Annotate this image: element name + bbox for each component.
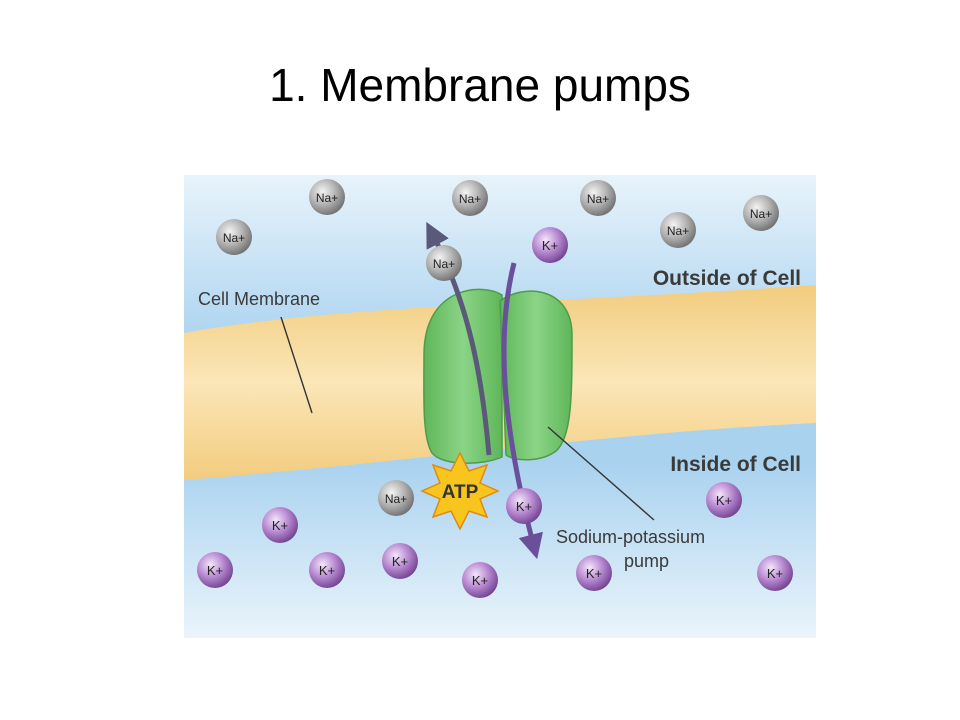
potassium-ion-label: K+: [207, 563, 223, 578]
potassium-ion-label: K+: [542, 238, 558, 253]
sodium-ion-label: Na+: [385, 492, 407, 506]
slide-title: 1. Membrane pumps: [269, 59, 691, 111]
pump-label-line1: Sodium-potassium: [556, 527, 705, 547]
membrane-pointer-line: [280, 316, 313, 414]
sodium-ion-label: Na+: [433, 257, 455, 271]
potassium-ion: K+: [382, 543, 418, 579]
potassium-ion: K+: [309, 552, 345, 588]
sodium-ion: Na+: [452, 180, 488, 216]
potassium-ion-label: K+: [767, 566, 783, 581]
potassium-ion: K+: [462, 562, 498, 598]
sodium-ion-label: Na+: [750, 207, 772, 221]
sodium-ion: Na+: [426, 245, 462, 281]
sodium-ion: Na+: [309, 179, 345, 215]
sodium-ion-label: Na+: [587, 192, 609, 206]
sodium-ion-label: Na+: [459, 192, 481, 206]
potassium-ion: K+: [757, 555, 793, 591]
potassium-ion-label: K+: [319, 563, 335, 578]
potassium-ion-label: K+: [516, 499, 532, 514]
atp-burst: ATP: [420, 451, 500, 531]
inside-of-cell-label: Inside of Cell: [670, 453, 801, 476]
potassium-ion: K+: [532, 227, 568, 263]
atp-label: ATP: [442, 482, 479, 503]
potassium-ion-label: K+: [716, 493, 732, 508]
sodium-potassium-pump-diagram: ATP Na+ Na+ Na+ Na+ Na+ Na+ Na+ Na+ K+ K…: [184, 175, 816, 638]
sodium-ion: Na+: [216, 219, 252, 255]
potassium-ion-label: K+: [392, 554, 408, 569]
potassium-ion-label: K+: [472, 573, 488, 588]
sodium-ion: Na+: [660, 212, 696, 248]
cell-membrane-label: Cell Membrane: [198, 289, 320, 309]
pump-label-line2: pump: [624, 551, 669, 571]
potassium-ion-label: K+: [272, 518, 288, 533]
potassium-ion: K+: [262, 507, 298, 543]
sodium-ion-label: Na+: [667, 224, 689, 238]
potassium-ion: K+: [506, 488, 542, 524]
sodium-ion: Na+: [743, 195, 779, 231]
potassium-ion: K+: [197, 552, 233, 588]
sodium-ion-label: Na+: [316, 191, 338, 205]
sodium-ion: Na+: [580, 180, 616, 216]
potassium-ion-label: K+: [586, 566, 602, 581]
sodium-ion-label: Na+: [223, 231, 245, 245]
potassium-ion: K+: [706, 482, 742, 518]
outside-of-cell-label: Outside of Cell: [653, 267, 801, 290]
pump-pointer-line: [547, 426, 655, 521]
potassium-ion: K+: [576, 555, 612, 591]
sodium-ion: Na+: [378, 480, 414, 516]
sodium-potassium-pump: [423, 288, 573, 464]
